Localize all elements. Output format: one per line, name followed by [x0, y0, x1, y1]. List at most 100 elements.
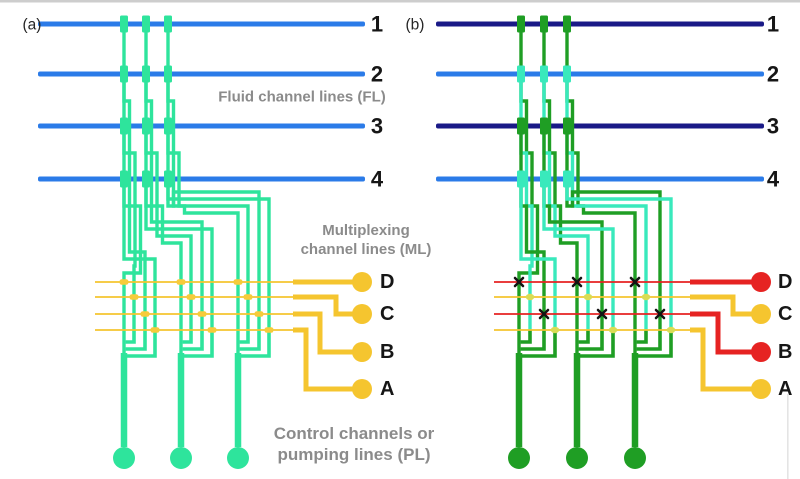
terminal-port-b-A	[751, 379, 771, 399]
valve-dot-marker-b-C-g3	[641, 293, 651, 301]
valve-pad-b-line2-g2	[540, 65, 548, 83]
terminal-port-a-D	[352, 272, 372, 292]
terminal-port-b-C	[751, 304, 771, 324]
control-branch-b-g3-1	[565, 24, 637, 356]
valve-pad-b-line1-g3	[563, 15, 571, 33]
valve-pad-b-line2-g1	[517, 65, 525, 83]
branch-merge-elbow-b-g2-2	[578, 330, 590, 344]
terminal-port-a-A	[352, 379, 372, 399]
closed-valve-x-marker-b-D-g1	[513, 276, 525, 288]
control-branch-a-g2-1	[144, 24, 183, 356]
branch-merge-elbow-b-g3-4	[636, 330, 673, 358]
valve-pad-a-line1-g1	[120, 15, 128, 33]
control-branch-b-g2-1	[542, 24, 579, 356]
fluid-line-a-2	[38, 71, 365, 77]
pumping-port-b-1	[508, 447, 530, 469]
pumping-port-a-3	[227, 447, 249, 469]
caption-multiplexing-channel-lines: Multiplexing channel lines (ML)	[301, 221, 432, 259]
valve-pad-a-line2-g2	[142, 65, 150, 83]
fluid-line-b-3	[436, 123, 764, 129]
control-branch-b-g1-4	[519, 179, 557, 331]
valve-pad-a-line3-g3	[164, 117, 172, 135]
control-branch-a-g3-1	[166, 24, 240, 356]
valve-pad-b-line2-g3	[563, 65, 571, 83]
branch-merge-elbow-a-g2-3	[182, 330, 204, 351]
closed-valve-x-marker-b-D-g3	[629, 276, 641, 288]
multiplex-label-b-D: D	[778, 271, 792, 293]
fluid-line-b-2	[436, 71, 764, 77]
valve-pad-b-line4-g2	[540, 170, 548, 188]
branch-merge-elbow-b-g2-3	[578, 330, 604, 351]
multiplex-label-b-B: B	[778, 341, 792, 363]
pumping-port-a-1	[113, 447, 135, 469]
multiplex-label-b-C: C	[778, 303, 792, 325]
right-edge-line	[787, 394, 789, 479]
top-border-strip	[0, 0, 800, 3]
pumping-port-b-3	[624, 447, 646, 469]
branch-merge-elbow-a-g1-3	[125, 330, 147, 351]
terminal-port-b-D	[751, 272, 771, 292]
open-valve-pad-marker-a-A-g3	[264, 327, 274, 333]
open-valve-pad-marker-a-D-g2	[176, 279, 186, 285]
panel-label-b: (b)	[406, 17, 425, 34]
fluid-line-a-1	[38, 21, 365, 27]
branch-merge-elbow-a-g1-4	[125, 330, 157, 358]
valve-pad-b-line1-g2	[540, 15, 548, 33]
control-branch-b-g1-1	[517, 24, 540, 356]
branch-merge-elbow-b-g1-3	[520, 330, 546, 351]
open-valve-pad-marker-a-C-g3	[243, 294, 253, 300]
branch-merge-elbow-a-g3-4	[239, 330, 271, 358]
valve-dot-marker-b-A-g1	[550, 326, 560, 334]
valve-pad-a-line2-g3	[164, 65, 172, 83]
fluid-line-number-a-2: 2	[371, 62, 383, 87]
panel-label-a: (a)	[23, 17, 42, 34]
valve-pad-b-line1-g1	[517, 15, 525, 33]
branch-merge-elbow-b-g3-3	[636, 330, 662, 351]
pumping-port-b-2	[566, 447, 588, 469]
fluid-line-number-a-4: 4	[371, 167, 384, 192]
fluid-line-a-4	[38, 176, 365, 182]
multiplex-line-b-A	[690, 327, 761, 392]
valve-dot-marker-b-C-g1	[525, 293, 535, 301]
valve-dot-marker-b-A-g2	[608, 326, 618, 334]
caption-multiplexing-line2: channel lines (ML)	[300, 241, 432, 258]
multiplex-line-b-C	[690, 294, 761, 317]
closed-valve-x-marker-b-B-g2	[596, 308, 608, 320]
open-valve-pad-marker-a-A-g1	[150, 327, 160, 333]
valve-pad-a-line4-g2	[142, 170, 150, 188]
valve-pad-a-line4-g3	[164, 170, 172, 188]
branch-merge-elbow-b-g3-2	[636, 330, 648, 344]
pumping-port-a-2	[170, 447, 192, 469]
multiplex-label-a-A: A	[380, 378, 394, 400]
terminal-port-a-C	[352, 304, 372, 324]
open-valve-pad-marker-a-A-g2	[207, 327, 217, 333]
valve-pad-a-line4-g1	[120, 170, 128, 188]
fluid-line-number-b-2: 2	[767, 62, 779, 87]
caption-control-line2: pumping lines (PL)	[277, 445, 431, 464]
branch-merge-elbow-b-g1-4	[520, 330, 557, 358]
caption-control-pumping-lines: Control channels or pumping lines (PL)	[274, 423, 435, 465]
open-valve-pad-marker-a-B-g2	[197, 311, 207, 317]
closed-valve-x-marker-b-D-g2	[571, 276, 583, 288]
open-valve-pad-marker-a-C-g1	[129, 294, 139, 300]
branch-merge-elbow-a-g3-2	[239, 330, 250, 344]
valve-pad-a-line1-g2	[142, 15, 150, 33]
open-valve-pad-marker-a-D-g1	[119, 279, 129, 285]
multiplex-label-a-C: C	[380, 303, 394, 325]
multiplex-line-b-B	[690, 311, 761, 355]
control-branch-b-g2-4	[542, 179, 615, 331]
caption-multiplexing-line1: Multiplexing	[322, 222, 410, 239]
closed-valve-x-marker-b-B-g3	[654, 308, 666, 320]
valve-dot-marker-b-A-g3	[666, 326, 676, 334]
caption-fluid-channel-lines: Fluid channel lines (FL)	[218, 88, 386, 106]
fluid-line-number-b-4: 4	[767, 167, 780, 192]
open-valve-pad-marker-a-D-g3	[233, 279, 243, 285]
multiplex-line-a-C	[293, 294, 362, 317]
valve-pad-b-line4-g3	[563, 170, 571, 188]
fluid-line-number-b-1: 1	[767, 12, 779, 37]
multiplex-label-b-A: A	[778, 378, 792, 400]
valve-pad-b-line3-g2	[540, 117, 548, 135]
fluid-line-a-3	[38, 123, 365, 129]
